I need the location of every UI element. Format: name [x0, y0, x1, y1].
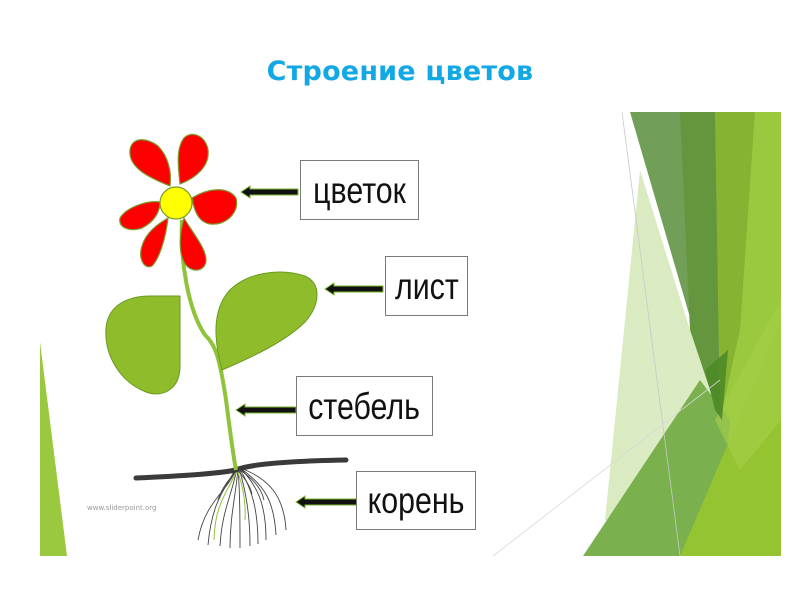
label-root-text: корень: [367, 480, 465, 521]
flower-center: [159, 186, 193, 220]
arrow-root: [295, 495, 358, 509]
arrow-flower: [240, 185, 299, 199]
pointer-arrows: [235, 185, 384, 509]
label-stem: стебель: [296, 376, 433, 436]
petals: [119, 133, 238, 271]
arrow-leaf: [324, 282, 384, 296]
label-flower: цветок: [300, 160, 419, 220]
label-leaf-text: лист: [394, 265, 459, 307]
roots-green: [213, 469, 246, 541]
right-leaf: [215, 271, 318, 371]
left-leaf: [105, 295, 181, 395]
label-flower-text: цветок: [313, 169, 406, 211]
label-stem-text: стебель: [308, 385, 421, 427]
label-root: корень: [356, 471, 476, 530]
slide-title: Строение цветов: [266, 56, 534, 87]
watermark: www.sliderpoint.org: [87, 504, 157, 512]
stem: [179, 219, 238, 471]
label-leaf: лист: [385, 256, 468, 316]
roots: [197, 467, 287, 549]
arrow-stem: [235, 403, 297, 417]
